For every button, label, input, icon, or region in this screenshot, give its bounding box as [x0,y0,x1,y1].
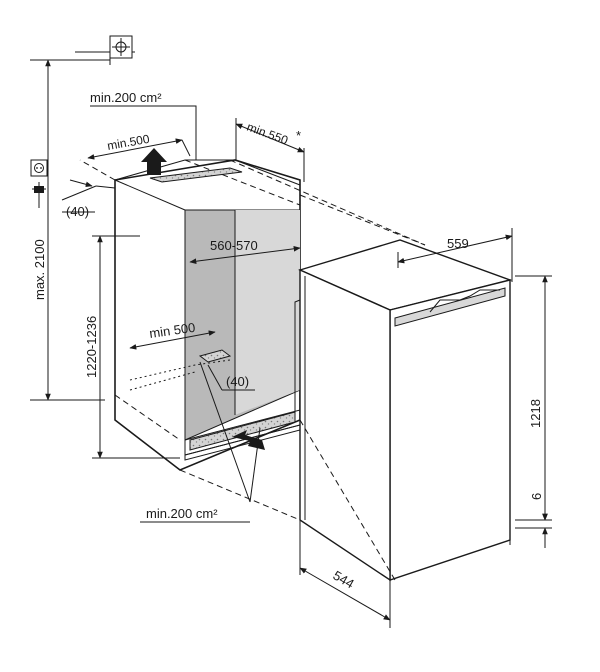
niche-width-dimension: 560-570 [189,238,301,264]
bottom-vent-label: min.200 cm² [146,506,218,521]
foot-height-dimension: 6 [515,493,552,548]
foot-height-label: 6 [529,493,544,500]
bottom-vent-grille [189,411,296,451]
bottom-depth-label: min 500 [148,320,196,341]
niche-width-label: 560-570 [210,238,258,253]
control-strip [394,287,506,327]
bottom-gap-dimension: (40) [207,364,255,391]
niche-cabinet [79,159,301,471]
top-vent-grille [149,167,243,183]
unit-width-dimension: 559 [397,228,513,282]
top-vent-dimension: min.200 cm² [90,90,197,160]
top-depth-dimension: min.500 [87,132,191,160]
arrow-in-icon [232,430,265,450]
left-gap-dimension: (40) [61,179,116,219]
left-gap-label: (40) [66,204,89,219]
unit-width-label: 559 [447,236,469,251]
crosshair-icon [75,35,135,65]
refrigerator-unit [297,239,513,585]
inner-vent-grille [198,349,232,363]
socket-icon [30,159,48,177]
bottom-gap-label: (40) [226,374,249,389]
bottom-depth-dimension: min 500 [129,320,216,350]
top-vent-label: min.200 cm² [90,90,162,105]
unit-height-dimension: 1218 [515,275,552,521]
side-depth-asterisk: * [296,128,301,143]
bottom-vent-dimension: min.200 cm² [140,361,261,523]
side-depth-label: min.550 [245,120,290,148]
max-height-dimension: max. 2100 [30,59,110,401]
arrow-up-icon [141,148,167,175]
plug-icon [32,182,46,208]
max-height-label: max. 2100 [32,239,47,300]
side-depth-dimension: min.550 * [235,118,305,182]
niche-height-label: 1220-1236 [84,316,99,378]
unit-height-label: 1218 [528,399,543,428]
niche-height-dimension: 1220-1236 [84,235,180,459]
